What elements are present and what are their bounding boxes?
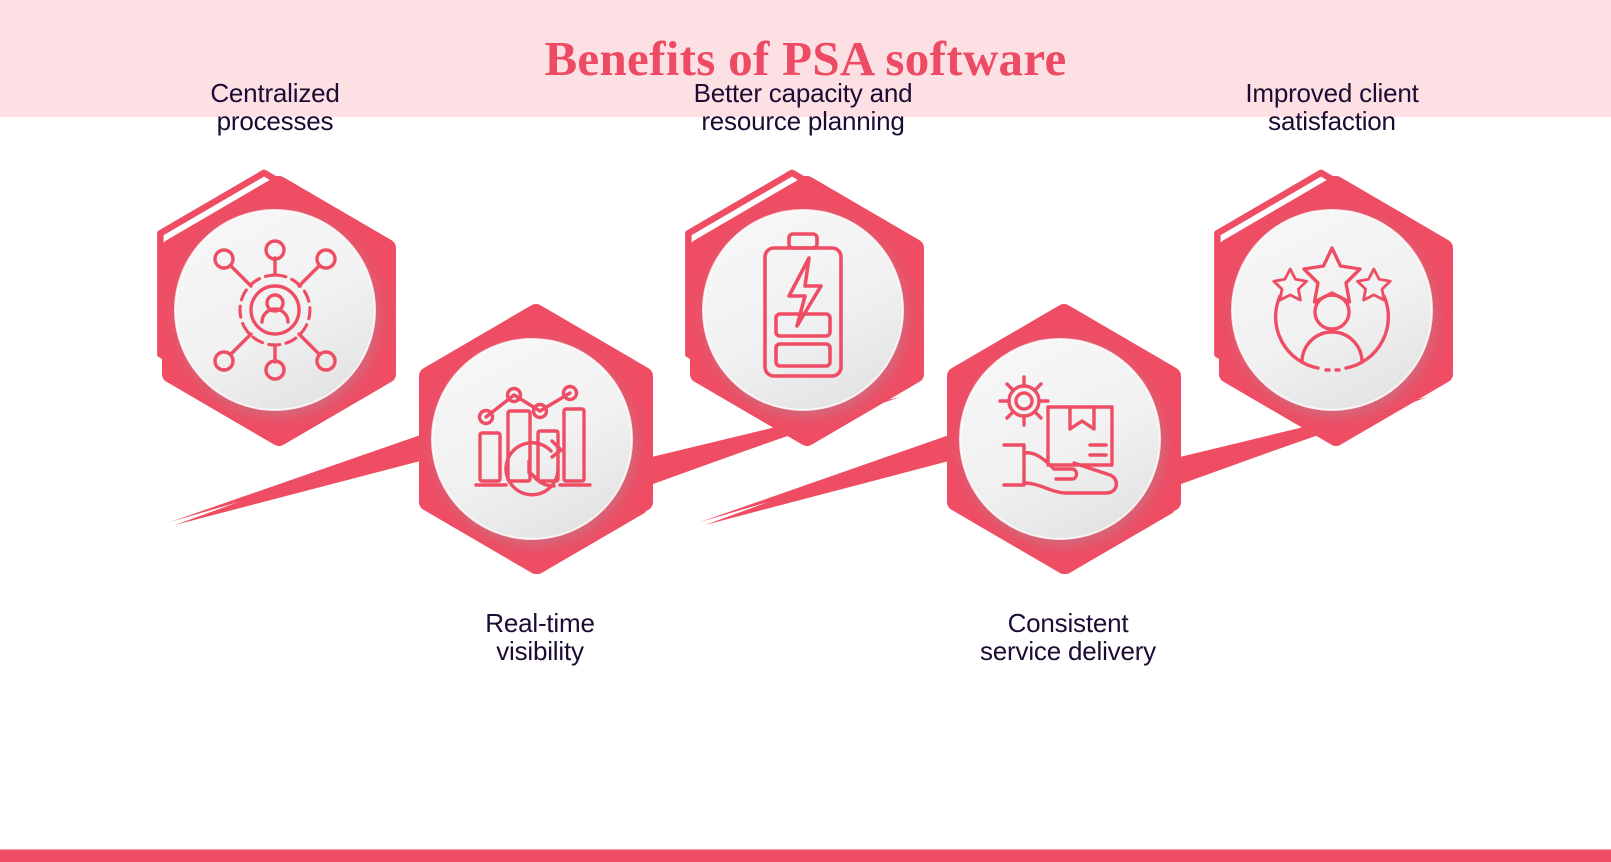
node-better-capacity-and-resource-planning[interactable]: Better capacity and resource planning <box>643 79 963 465</box>
node-label-5-line1: Improved client <box>1245 77 1419 108</box>
battery-charge-icon <box>763 232 843 378</box>
node-label-3-line1: Better capacity and <box>693 77 913 108</box>
node-label-4-line1: Consistent <box>1007 608 1129 638</box>
node-label-2-line1: Real-time <box>485 608 595 638</box>
page-title: Benefits of PSA software <box>544 31 1067 86</box>
stars-person-rating-icon <box>1272 246 1392 372</box>
node-layer: Centralized processes <box>0 79 1611 850</box>
hand-package-gear-icon <box>998 375 1118 495</box>
diagram-stage: Centralized processes <box>0 79 1611 850</box>
hexagon-graphic-2 <box>419 304 653 575</box>
node-label-4: Consistent service delivery <box>903 609 1233 665</box>
icon-circle-4 <box>960 339 1160 539</box>
node-centralized-processes[interactable]: Centralized processes <box>115 79 435 465</box>
node-real-time-visibility[interactable]: Real-time visibility <box>380 279 700 665</box>
node-improved-client-satisfaction[interactable]: Improved client satisfaction <box>1172 79 1492 465</box>
node-label-1: Centralized processes <box>110 79 440 135</box>
node-consistent-service-delivery[interactable]: Consistent service delivery <box>908 279 1228 665</box>
node-label-5-line2: satisfaction <box>1268 105 1396 136</box>
node-label-3: Better capacity and resource planning <box>638 79 968 135</box>
hexagon-graphic-3 <box>685 169 924 446</box>
bar-chart-clock-icon <box>474 384 592 497</box>
header-band <box>0 0 1611 117</box>
node-label-2: Real-time visibility <box>375 609 705 665</box>
node-label-1-line2: processes <box>216 105 334 136</box>
icon-circle-5 <box>1232 210 1432 410</box>
hexagon-graphic-4 <box>947 304 1181 575</box>
node-label-3-line2: resource planning <box>701 105 905 136</box>
node-label-5: Improved client satisfaction <box>1167 79 1497 135</box>
hexagon-graphic-5 <box>1214 169 1453 446</box>
node-label-2-line2: visibility <box>496 636 584 667</box>
node-label-1-line1: Centralized <box>210 77 340 108</box>
network-user-gear-icon <box>213 239 337 381</box>
bottom-accent-bar <box>0 850 1611 862</box>
icon-circle-2 <box>432 339 632 539</box>
hexagon-graphic-1 <box>157 169 396 446</box>
node-label-4-line2: service delivery <box>980 636 1156 667</box>
